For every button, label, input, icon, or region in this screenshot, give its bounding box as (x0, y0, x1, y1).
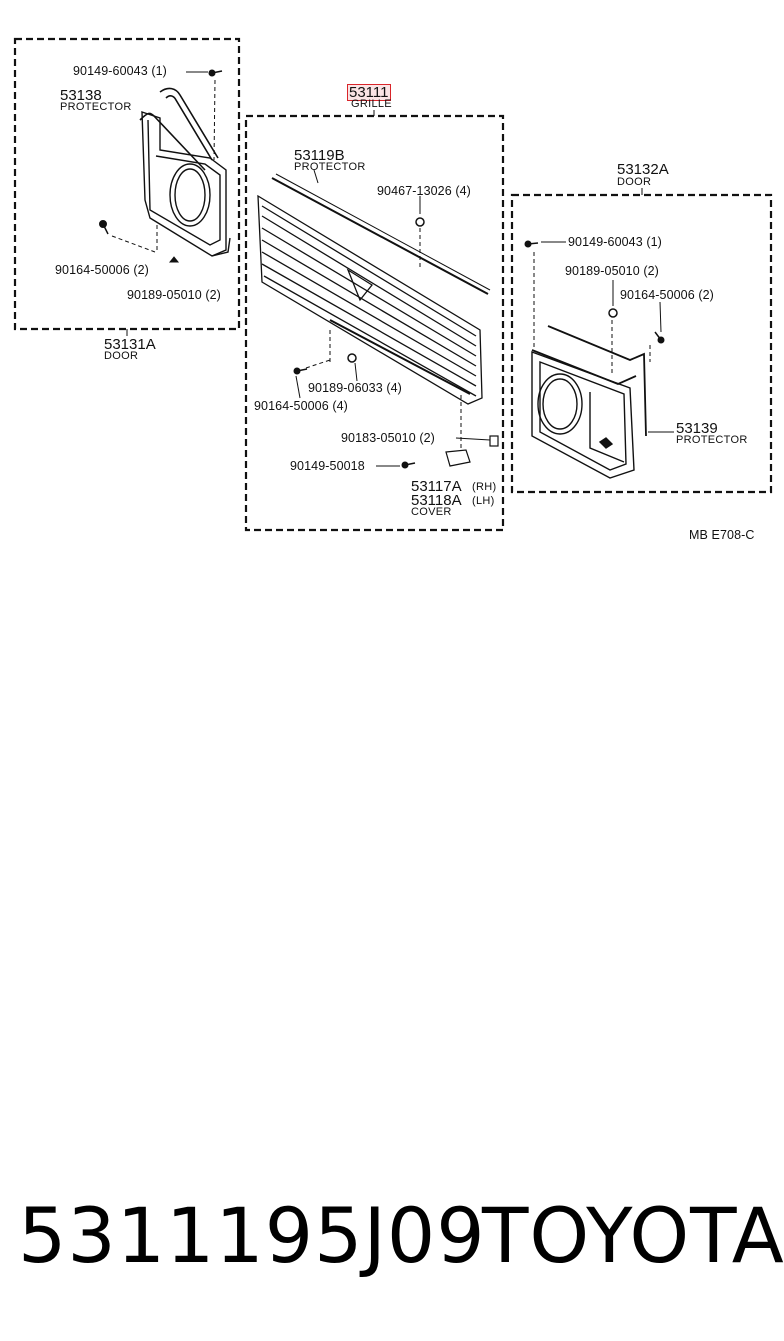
label-r-protector-part: 53139 (676, 420, 718, 437)
left-door-box (13, 37, 241, 331)
label-right-door-name: DOOR (617, 176, 652, 188)
label-r-screw: 90164-50006 (2) (620, 288, 714, 302)
footer-part-number: 5311195J09 (18, 1191, 486, 1280)
label-left-door-part: 53131A (104, 336, 156, 353)
label-g-cover-rh-suffix: (RH) (472, 481, 497, 493)
grille-hardware (293, 217, 499, 469)
label-g-clip-top: 90467-13026 (4) (377, 184, 471, 198)
left-door-panel (141, 111, 231, 257)
label-right-door-part: 53132A (617, 161, 669, 178)
label-g-screw: 90164-50006 (4) (254, 399, 348, 413)
label-g-screw-bottom: 90149-50018 (290, 459, 365, 473)
label-r-clip: 90189-05010 (2) (565, 264, 659, 278)
label-g-cover-lh: 53118A (411, 492, 462, 509)
parts-diagram: 90149-60043 (1) 53138 PROTECTOR 90164-50… (0, 0, 784, 560)
label-g-nut: 90183-05010 (2) (341, 431, 435, 445)
label-grille-part-highlighted[interactable]: 53111 (347, 84, 391, 101)
left-protector (139, 87, 219, 171)
grille-box (244, 114, 505, 532)
label-g-clip-mid: 90189-06033 (4) (308, 381, 402, 395)
label-g-cover-rh: 53117A (411, 478, 462, 495)
label-l-clip: 90189-05010 (2) (127, 288, 221, 302)
grille-panel (257, 194, 483, 405)
label-g-cover-name: COVER (411, 506, 452, 518)
footer: 5311195J09 TOYOTA (0, 1190, 784, 1300)
grille-protector (271, 173, 491, 295)
left-hardware (99, 69, 223, 263)
label-l-protector-name: PROTECTOR (60, 101, 132, 113)
label-grille-name: GRILLE (351, 98, 392, 110)
label-g-cover-lh-suffix: (LH) (472, 495, 495, 507)
label-g-protector-name: PROTECTOR (294, 161, 366, 173)
diagram-drawing (13, 37, 773, 532)
label-r-protector-name: PROTECTOR (676, 434, 748, 446)
right-protector (531, 325, 647, 437)
label-left-door-name: DOOR (104, 350, 139, 362)
label-diagram-code: MB E708-C (689, 528, 755, 542)
label-l-protector-part: 53138 (60, 87, 102, 104)
footer-brand: TOYOTA (482, 1191, 784, 1280)
label-l-screw-mid: 90164-50006 (2) (55, 263, 149, 277)
label-l-screw-top: 90149-60043 (1) (73, 64, 167, 78)
right-hardware (524, 240, 665, 344)
label-r-screw-top: 90149-60043 (1) (568, 235, 662, 249)
label-g-protector-part: 53119B (294, 147, 345, 164)
right-door-box (510, 193, 773, 494)
